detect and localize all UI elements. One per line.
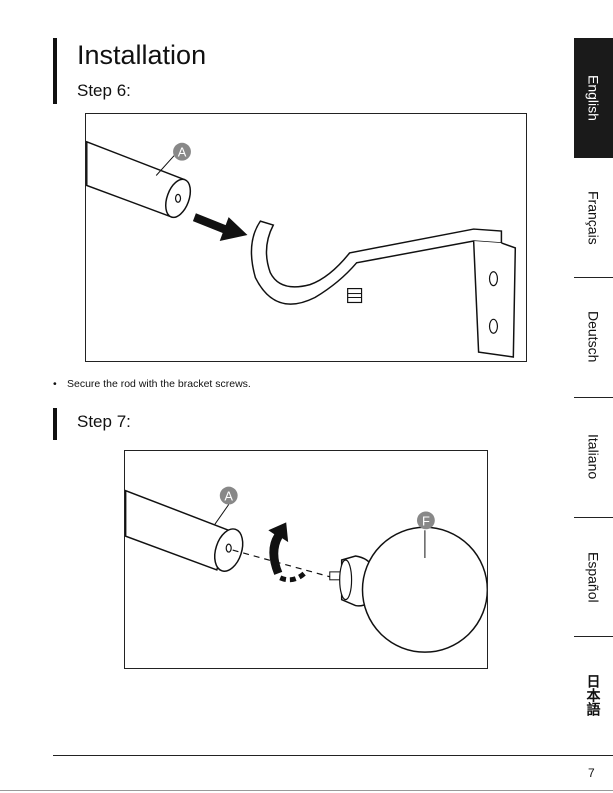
tab-english[interactable]: English (574, 38, 613, 158)
bracket-arm (251, 221, 501, 304)
tab-espanol-label: Español (586, 552, 602, 603)
step-7-bar (53, 408, 57, 440)
page-title: Installation (77, 38, 206, 72)
bracket-plate (474, 241, 516, 357)
page-number: 7 (588, 766, 595, 780)
step-7-heading: Step 7: (77, 412, 131, 432)
title-bar (53, 38, 57, 104)
footer-divider (53, 755, 613, 756)
plate-hole-lower (490, 319, 498, 333)
tab-francais[interactable]: Français (574, 160, 613, 276)
step-6-instruction: •Secure the rod with the bracket screws. (53, 377, 251, 391)
step-6-illustration: A (85, 113, 527, 362)
plate-hole-upper (490, 272, 498, 286)
bracket-screw (348, 289, 362, 303)
page-bottom-edge (0, 790, 613, 791)
rod-bracket-diagram: A (86, 114, 526, 361)
callout-a-leader (215, 505, 229, 525)
tab-deutsch-label: Deutsch (586, 311, 602, 362)
rotate-arrow-tail (280, 572, 306, 580)
tab-italiano[interactable]: Italiano (574, 398, 613, 516)
tab-francais-label: Français (586, 191, 602, 245)
step-7-illustration: A F (124, 450, 488, 669)
step-6-heading: Step 6: (77, 81, 131, 101)
rotate-arrow-icon (268, 522, 288, 575)
direction-arrow-icon (193, 213, 248, 241)
rod-body (126, 491, 229, 570)
rod-finial-diagram: A F (125, 451, 487, 668)
tab-japanese-label: 日本語 (584, 674, 604, 716)
finial-base (340, 560, 352, 600)
rod-screw-hole (176, 194, 181, 202)
callout-a-label: A (178, 145, 187, 160)
bullet-icon: • (53, 377, 67, 391)
tab-japanese[interactable]: 日本語 (574, 640, 613, 750)
tab-espanol[interactable]: Español (574, 518, 613, 636)
tab-english-label: English (586, 75, 602, 121)
callout-a-label: A (224, 489, 233, 504)
tab-deutsch[interactable]: Deutsch (574, 278, 613, 396)
tab-divider (574, 636, 613, 637)
tab-italiano-label: Italiano (586, 434, 602, 479)
rod-screw-hole (226, 544, 231, 552)
callout-f-label: F (422, 513, 430, 528)
step-6-instruction-text: Secure the rod with the bracket screws. (67, 378, 251, 390)
alignment-line (233, 550, 334, 578)
